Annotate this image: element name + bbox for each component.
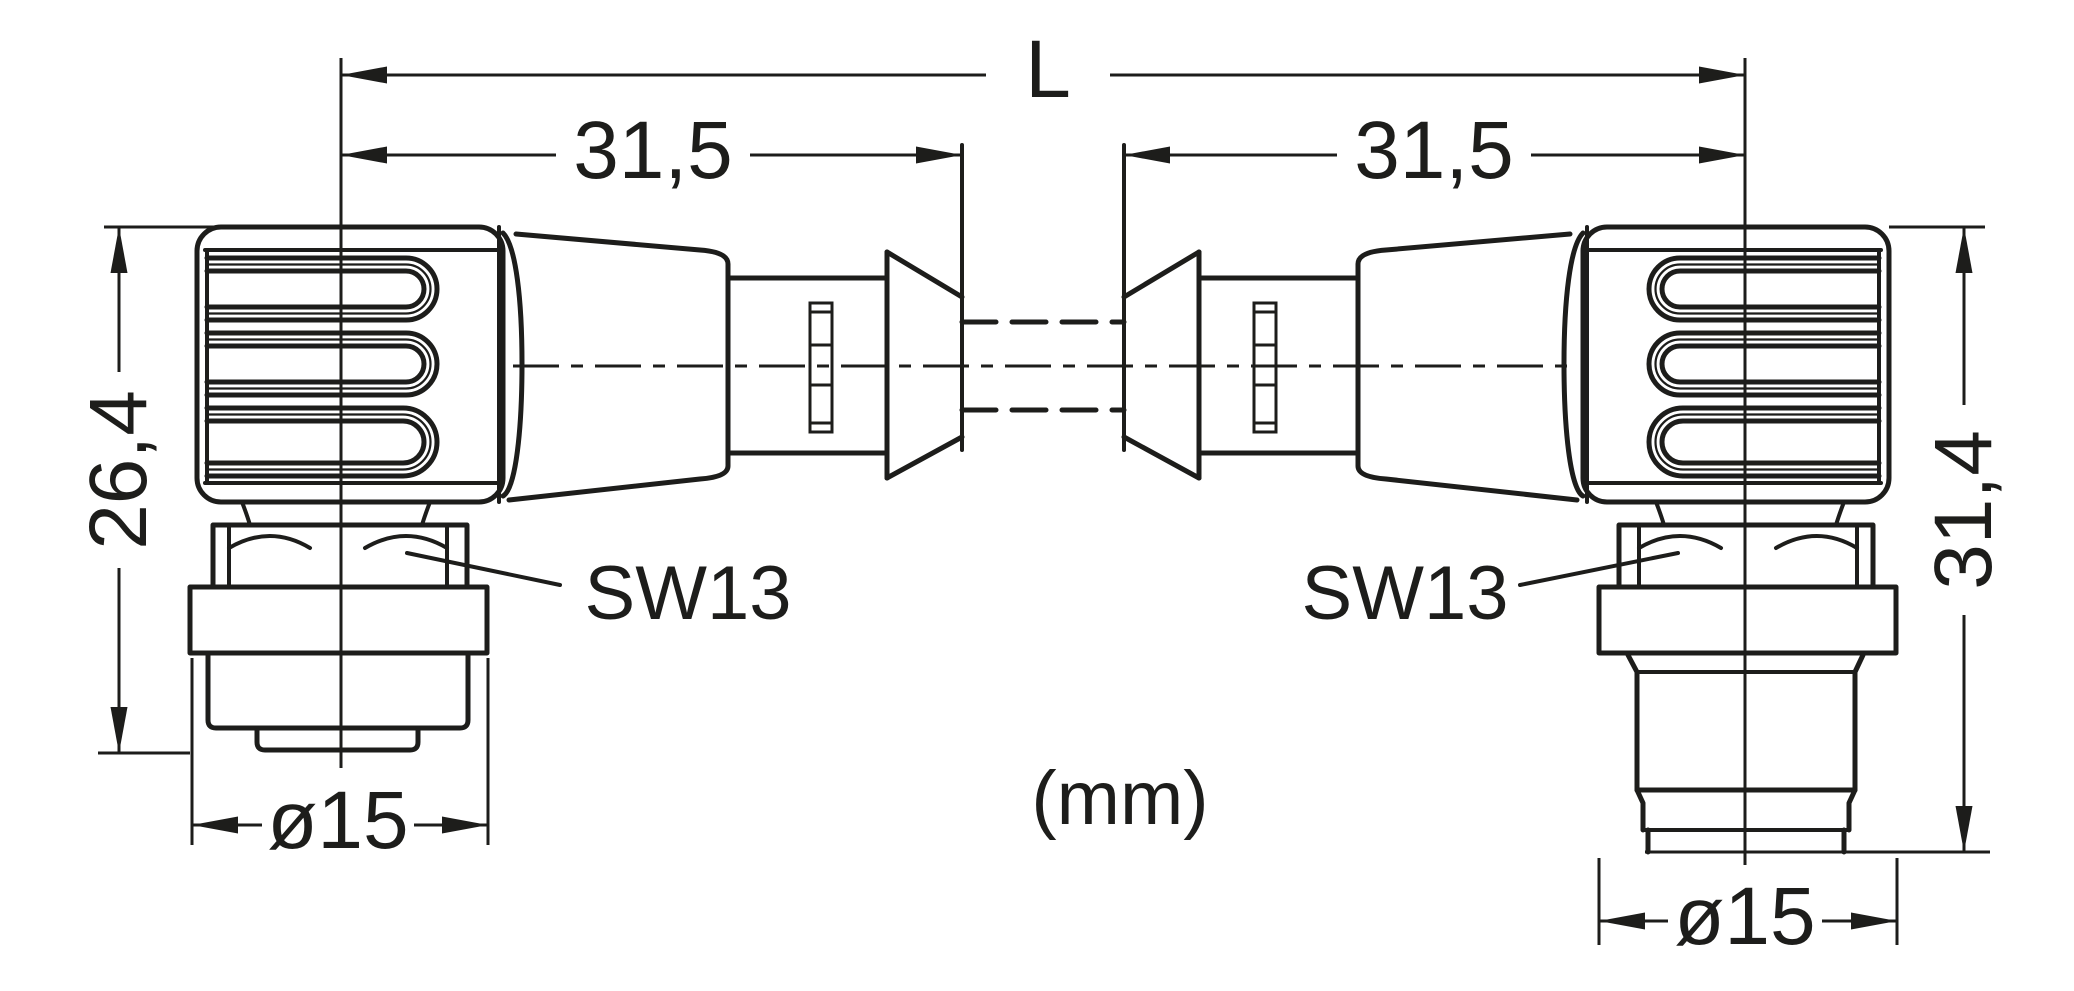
left-ferrule xyxy=(205,650,471,731)
right-taper xyxy=(1355,231,1580,503)
arrowhead-up-icon xyxy=(1955,227,1973,273)
dimension-right-connector-length: 31,5 xyxy=(1122,105,1745,452)
dimension-31-5-right-label: 31,5 xyxy=(1354,105,1514,196)
left-body xyxy=(194,224,506,505)
dimension-26-4-label: 26,4 xyxy=(73,390,164,550)
sw13-left-text: SW13 xyxy=(585,551,792,636)
arrowhead-left-icon xyxy=(1124,146,1170,164)
left-knurled-ring xyxy=(187,584,490,656)
arrowhead-left-icon xyxy=(1599,912,1645,930)
right-body xyxy=(1580,224,1892,505)
right-body-bulge xyxy=(1561,230,1586,499)
arrowhead-left-icon xyxy=(341,146,387,164)
leader-line xyxy=(1518,551,1680,587)
right-connector xyxy=(1121,58,1899,865)
left-connector xyxy=(187,58,965,768)
left-taper xyxy=(506,231,731,503)
right-knurled-ring xyxy=(1596,584,1899,656)
arrowhead-right-icon xyxy=(1699,146,1745,164)
left-body-bulge xyxy=(500,230,525,499)
right-grip-grooves xyxy=(1646,255,1882,479)
unit-note: (mm) xyxy=(1031,756,1208,841)
arrowhead-left-icon xyxy=(192,816,238,834)
dimension-left-diameter: ø15 xyxy=(190,658,490,866)
cable xyxy=(513,319,1573,413)
dimension-overall-length: L xyxy=(341,24,1745,115)
left-grip-grooves xyxy=(204,255,440,479)
dimension-31-4-label: 31,4 xyxy=(1918,430,2009,590)
arrowhead-down-icon xyxy=(110,707,128,753)
arrowhead-down-icon xyxy=(1955,806,1973,852)
arrowhead-right-icon xyxy=(916,146,962,164)
arrowhead-left-icon xyxy=(341,66,387,84)
dimension-dia15-left-label: ø15 xyxy=(267,775,408,866)
dimension-dia15-right-label: ø15 xyxy=(1674,871,1815,962)
dimension-left-connector-height: 26,4 xyxy=(73,225,225,755)
arrowhead-right-icon xyxy=(1851,912,1897,930)
leader-line xyxy=(405,551,562,587)
right-cable-clamp xyxy=(1252,301,1278,434)
right-bend-relief-cone xyxy=(1121,249,1202,481)
left-cable-clamp xyxy=(808,301,834,434)
label-sw13-left: SW13 xyxy=(405,551,792,636)
dimension-right-diameter: ø15 xyxy=(1597,858,1899,962)
dimension-31-5-left-label: 31,5 xyxy=(573,105,733,196)
dimension-right-connector-height: 31,4 xyxy=(1645,225,2009,854)
label-sw13-right: SW13 xyxy=(1302,551,1680,636)
arrowhead-up-icon xyxy=(110,227,128,273)
dimension-L-label: L xyxy=(1025,24,1071,115)
arrowhead-right-icon xyxy=(442,816,488,834)
dimension-left-connector-length: 31,5 xyxy=(341,105,964,452)
left-socket-face xyxy=(254,725,421,753)
arrowhead-right-icon xyxy=(1699,66,1745,84)
sw13-right-text: SW13 xyxy=(1302,551,1509,636)
